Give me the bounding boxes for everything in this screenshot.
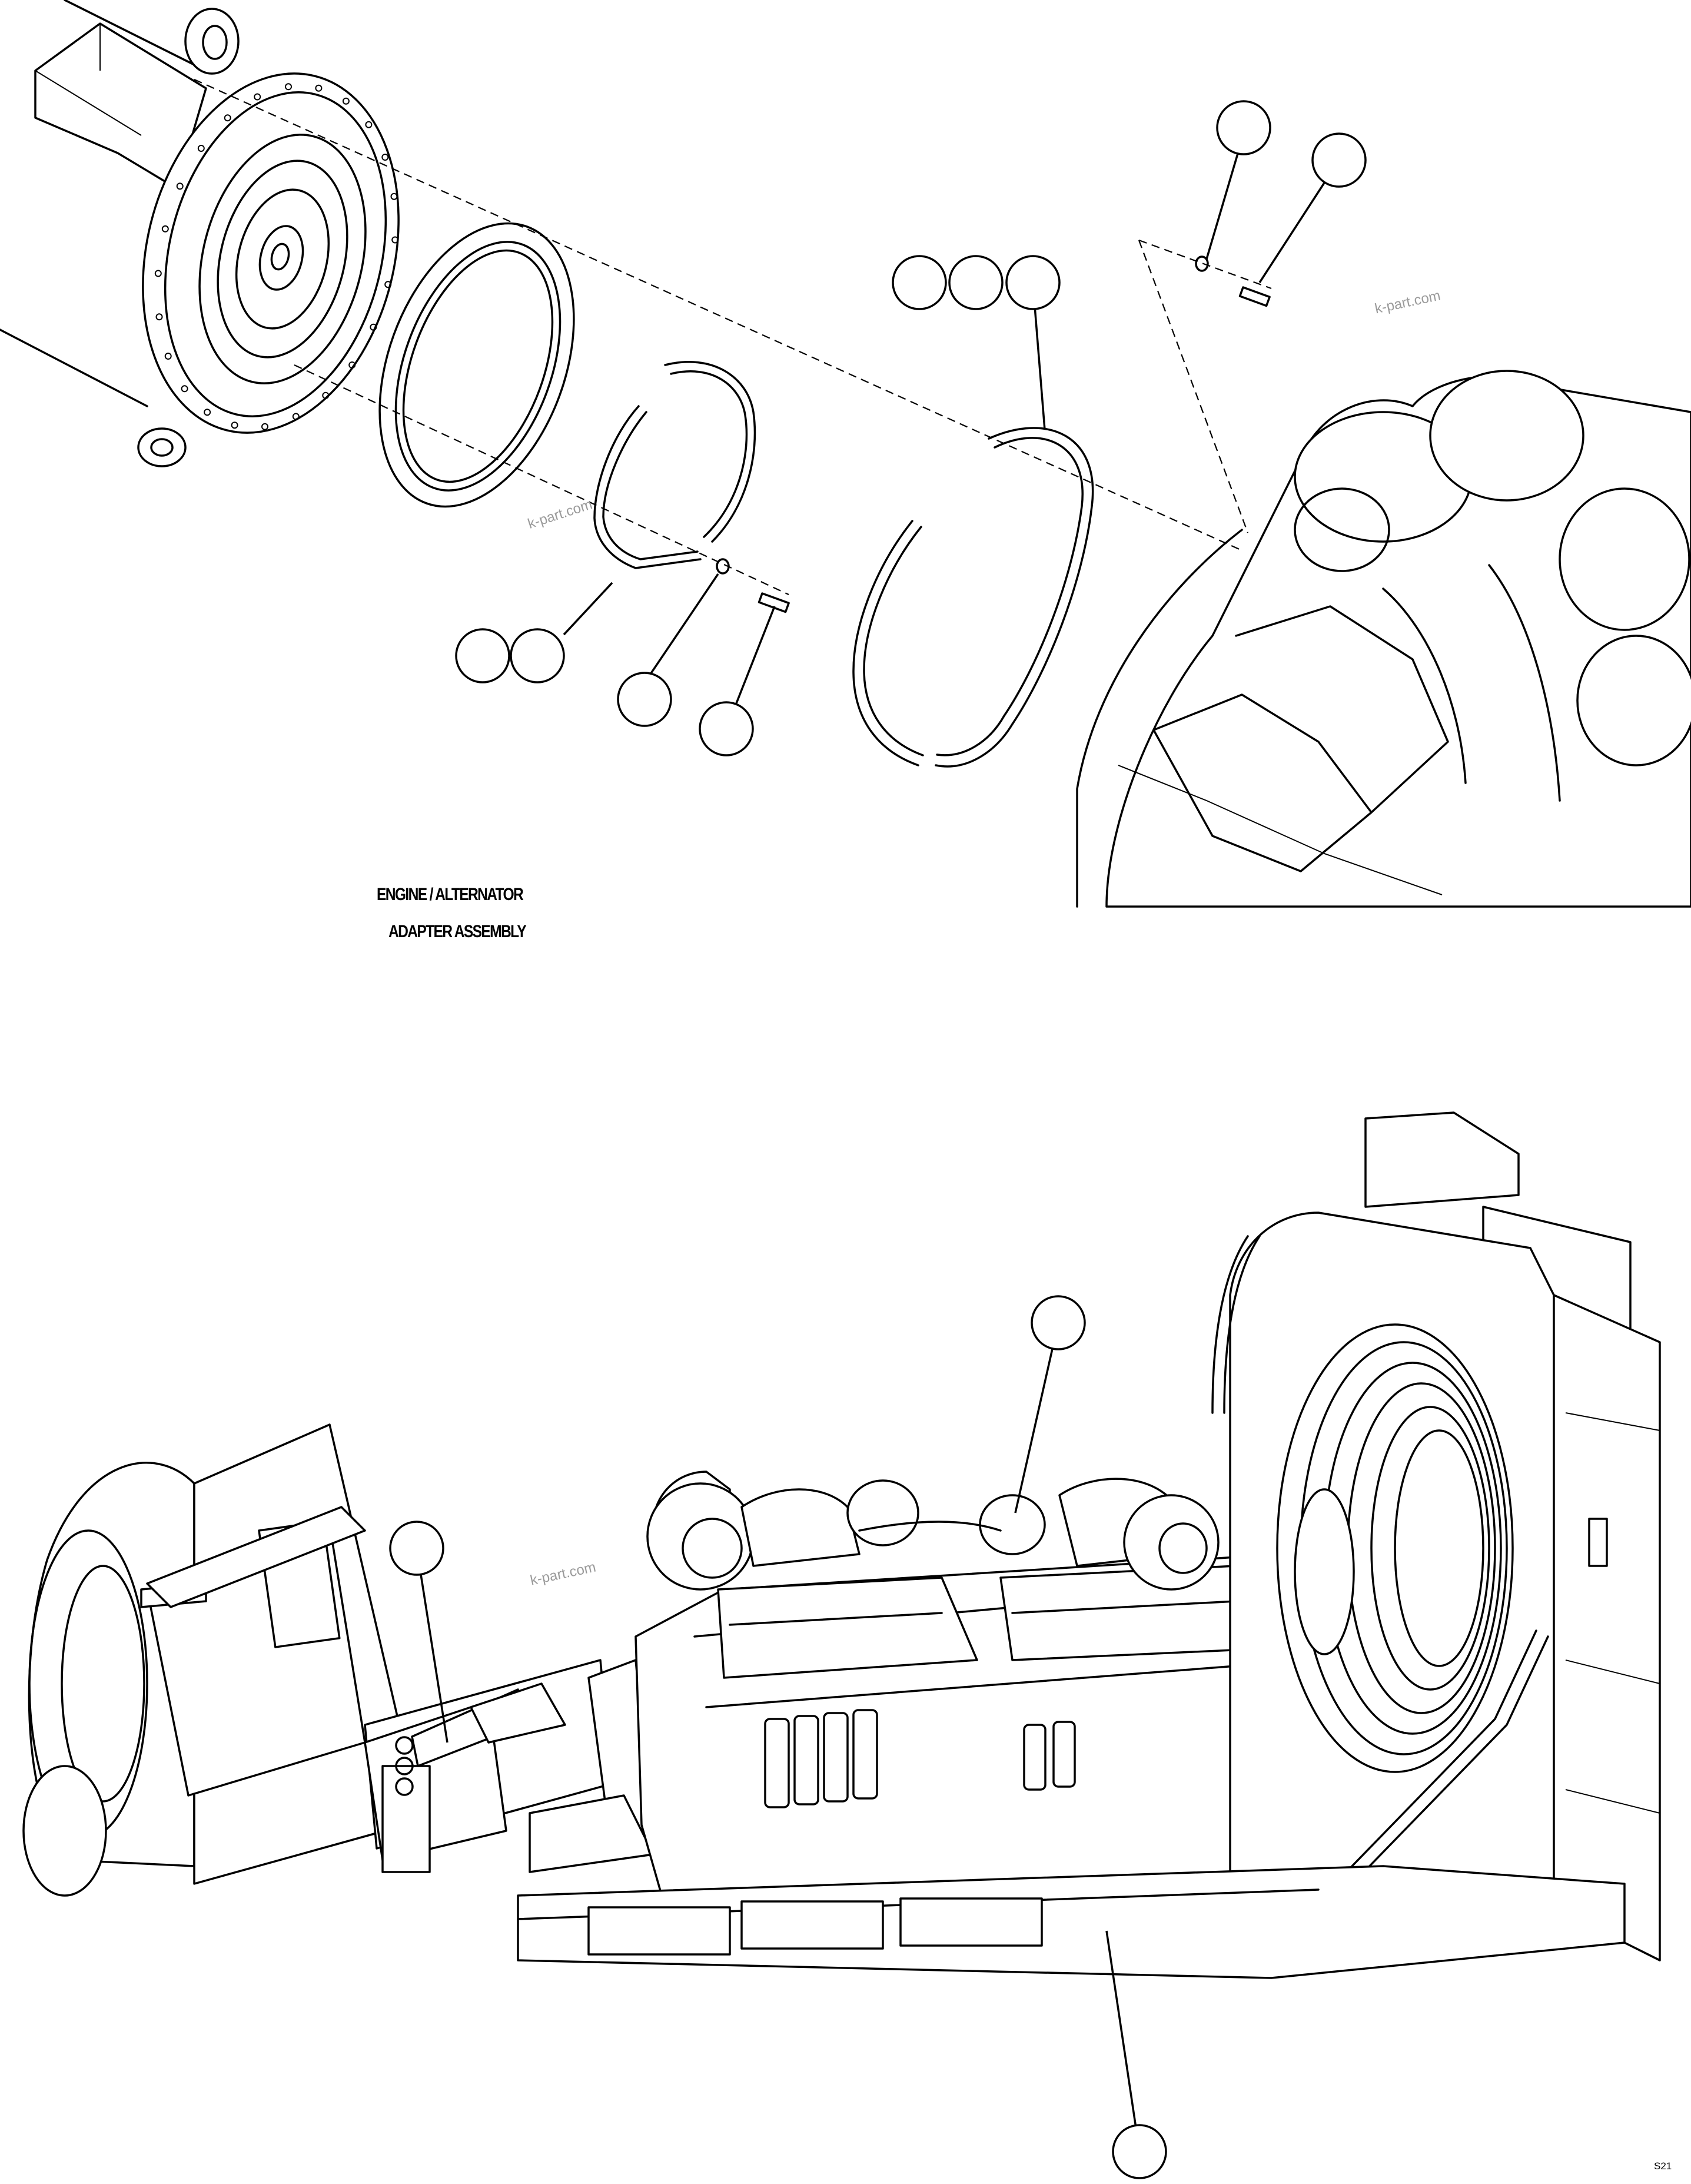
callout-04 [948,255,1004,310]
flange-bolt-hole [204,409,211,416]
flange-bolt-hole [315,84,323,92]
flange-bolt-hole [285,83,292,91]
callout-01 [1216,100,1271,155]
adapter-plate [378,222,575,508]
engine-flywheel-housing-top [1076,370,1691,908]
flange-bolt-hole [381,154,389,161]
callout-06 [455,628,510,683]
assembly-caption-line1: ENGINE / ALTERNATOR [377,885,524,904]
flange-bolt-hole [181,385,188,393]
flange-bolt-hole [164,353,172,360]
flange-bolt-hole [197,145,205,152]
flange-bolt-hole [292,413,300,420]
flange-bolt-hole [154,270,162,277]
engine-block [634,1471,1343,1908]
alternator-fan-housing [22,1423,407,1897]
drawing-code: S21 [1654,2160,1672,2172]
flange-bolt-hole [161,225,169,233]
flange-bolt-hole [391,236,399,244]
radiator-assembly [1211,1111,1661,1961]
turbochargers [646,1478,1220,1591]
adapter-bolt-holes [154,83,399,430]
split-gasket-large [852,427,1094,768]
alternator-stator-frame [364,1659,655,1873]
callout-09 [699,701,754,756]
flange-bolt-hole [322,391,330,399]
callouts [389,100,1367,2179]
callout-12 [1112,2124,1167,2179]
split-gasket-small [593,361,756,569]
callout-11 [389,1521,444,1576]
flange-bolt-hole [261,423,268,430]
flange-bolt-hole [342,97,350,105]
flange-bolt-hole [176,182,184,190]
assembly-centerlines [194,78,1272,595]
flange-bolt-hole [365,121,373,128]
flange-bolt-hole [224,114,231,122]
flange-bolt-hole [254,93,261,101]
callout-03 [892,255,947,310]
callout-10 [1031,1295,1086,1350]
adapter-hardware [716,255,1271,613]
base-frame [517,1865,1626,1979]
callout-02 [1311,132,1367,188]
callout-08 [617,672,672,727]
flange-bolt-hole [370,323,377,331]
assembly-caption-line2: ADAPTER ASSEMBLY [388,922,527,941]
flange-bolt-hole [348,361,356,369]
callout-07 [510,628,565,683]
flange-bolt-hole [155,313,163,321]
flange-bolt-hole [384,281,392,288]
alternator-housing-top [0,0,400,467]
callout-05 [1005,255,1061,310]
flange-bolt-hole [231,421,238,429]
flange-bolt-hole [390,192,398,200]
